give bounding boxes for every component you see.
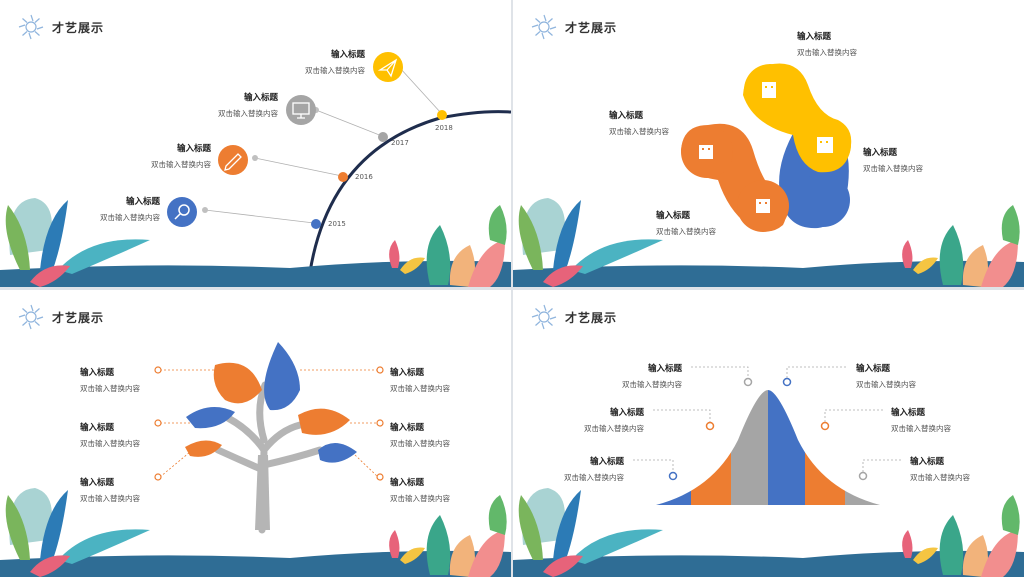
item-content: 双击输入替换内容 — [891, 424, 951, 433]
monitor-icon — [292, 102, 310, 119]
bell-label-right-2[interactable]: 输入标题 双击输入替换内容 — [891, 406, 951, 434]
bell-curve-graphic — [513, 366, 1024, 577]
item-title: 输入标题 — [176, 144, 211, 154]
item-content: 双击输入替换内容 — [80, 439, 140, 448]
item-content: 双击输入替换内容 — [656, 227, 716, 236]
bell-label-left-2[interactable]: 输入标题 双击输入替换内容 — [584, 406, 644, 434]
node-2017 — [378, 132, 388, 142]
item-title: 输入标题 — [910, 457, 945, 467]
item-title: 输入标题 — [80, 368, 115, 378]
paper-plane-icon — [377, 58, 398, 78]
building-icon — [756, 199, 770, 213]
tree-graphic — [0, 342, 511, 577]
building-icon — [817, 137, 833, 153]
tree-label-left-3[interactable]: 输入标题 双击输入替换内容 — [80, 476, 140, 504]
item-title: 输入标题 — [80, 478, 115, 488]
item-content: 双击输入替换内容 — [856, 380, 916, 389]
item-content: 双击输入替换内容 — [863, 164, 923, 173]
node-2018 — [437, 110, 447, 120]
item-content: 双击输入替换内容 — [584, 424, 644, 433]
bell-label-left-1[interactable]: 输入标题 双击输入替换内容 — [622, 362, 682, 390]
timeline-label-3[interactable]: 输入标题 双击输入替换内容 — [151, 142, 211, 170]
bell-label-left-3[interactable]: 输入标题 双击输入替换内容 — [564, 455, 624, 483]
shape-label-left[interactable]: 输入标题 双击输入替换内容 — [609, 109, 669, 137]
tree-label-right-1[interactable]: 输入标题 双击输入替换内容 — [390, 366, 450, 394]
slide-title: 才艺展示 — [565, 311, 618, 325]
timeline-label-4[interactable]: 输入标题 双击输入替换内容 — [100, 195, 160, 223]
tree-label-right-3[interactable]: 输入标题 双击输入替换内容 — [390, 476, 450, 504]
slide-linked-shapes[interactable]: 才艺展示 — [513, 0, 1024, 287]
shape-label-right[interactable]: 输入标题 双击输入替换内容 — [863, 146, 923, 174]
item-title: 输入标题 — [390, 423, 425, 433]
item-title: 输入标题 — [390, 478, 425, 488]
item-title: 输入标题 — [390, 368, 425, 378]
item-content: 双击输入替换内容 — [305, 66, 365, 75]
item-content: 双击输入替换内容 — [218, 109, 278, 118]
slide-title: 才艺展示 — [52, 21, 105, 35]
item-title: 输入标题 — [330, 50, 365, 60]
timeline-label-1[interactable]: 输入标题 双击输入替换内容 — [305, 48, 365, 76]
tree-label-right-2[interactable]: 输入标题 双击输入替换内容 — [390, 421, 450, 449]
item-content: 双击输入替换内容 — [390, 494, 450, 503]
slide-title: 才艺展示 — [52, 311, 105, 325]
item-title: 输入标题 — [609, 111, 644, 121]
shape-label-top[interactable]: 输入标题 双击输入替换内容 — [797, 30, 857, 58]
item-content: 双击输入替换内容 — [390, 439, 450, 448]
building-icon — [699, 145, 713, 159]
item-title: 输入标题 — [891, 408, 926, 418]
item-title: 输入标题 — [125, 197, 160, 207]
item-content: 双击输入替换内容 — [564, 473, 624, 482]
item-content: 双击输入替换内容 — [80, 494, 140, 503]
tree-label-left-2[interactable]: 输入标题 双击输入替换内容 — [80, 421, 140, 449]
node-2015 — [311, 219, 321, 229]
item-content: 双击输入替换内容 — [609, 127, 669, 136]
year-label: 2016 — [355, 173, 373, 181]
year-label: 2015 — [328, 220, 346, 228]
sun-logo-icon — [531, 14, 557, 40]
item-content: 双击输入替换内容 — [910, 473, 970, 482]
item-content: 双击输入替换内容 — [797, 48, 857, 57]
slide-bell-curve[interactable]: 才艺展示 — [513, 290, 1024, 577]
slide-timeline[interactable]: 才艺展示 — [0, 0, 511, 287]
item-content: 双击输入替换内容 — [100, 213, 160, 222]
item-title: 输入标题 — [243, 93, 278, 103]
item-title: 输入标题 — [797, 32, 832, 42]
slide-title: 才艺展示 — [565, 21, 618, 35]
building-icon — [762, 82, 776, 98]
node-2016 — [338, 172, 348, 182]
year-label: 2017 — [391, 139, 409, 147]
sun-logo-icon — [18, 304, 44, 330]
pencil-icon — [224, 153, 242, 171]
item-content: 双击输入替换内容 — [622, 380, 682, 389]
sun-logo-icon — [18, 14, 44, 40]
timeline-label-2[interactable]: 输入标题 双击输入替换内容 — [218, 91, 278, 119]
item-content: 双击输入替换内容 — [390, 384, 450, 393]
sun-logo-icon — [531, 304, 557, 330]
year-label: 2018 — [435, 124, 453, 132]
tree-label-left-1[interactable]: 输入标题 双击输入替换内容 — [80, 366, 140, 394]
linked-shapes-graphic — [513, 63, 1024, 287]
item-title: 输入标题 — [589, 457, 624, 467]
slide-tree[interactable]: 才艺展示 — [0, 290, 511, 577]
item-title: 输入标题 — [863, 148, 898, 158]
bell-label-right-1[interactable]: 输入标题 双击输入替换内容 — [856, 362, 916, 390]
item-content: 双击输入替换内容 — [80, 384, 140, 393]
item-title: 输入标题 — [80, 423, 115, 433]
item-title: 输入标题 — [647, 364, 682, 374]
item-title: 输入标题 — [609, 408, 644, 418]
item-title: 输入标题 — [656, 211, 691, 221]
bell-label-right-3[interactable]: 输入标题 双击输入替换内容 — [910, 455, 970, 483]
shape-label-bottom[interactable]: 输入标题 双击输入替换内容 — [656, 209, 716, 237]
magnifier-icon — [174, 204, 190, 220]
item-title: 输入标题 — [856, 364, 891, 374]
item-content: 双击输入替换内容 — [151, 160, 211, 169]
timeline-graphic — [0, 52, 511, 287]
